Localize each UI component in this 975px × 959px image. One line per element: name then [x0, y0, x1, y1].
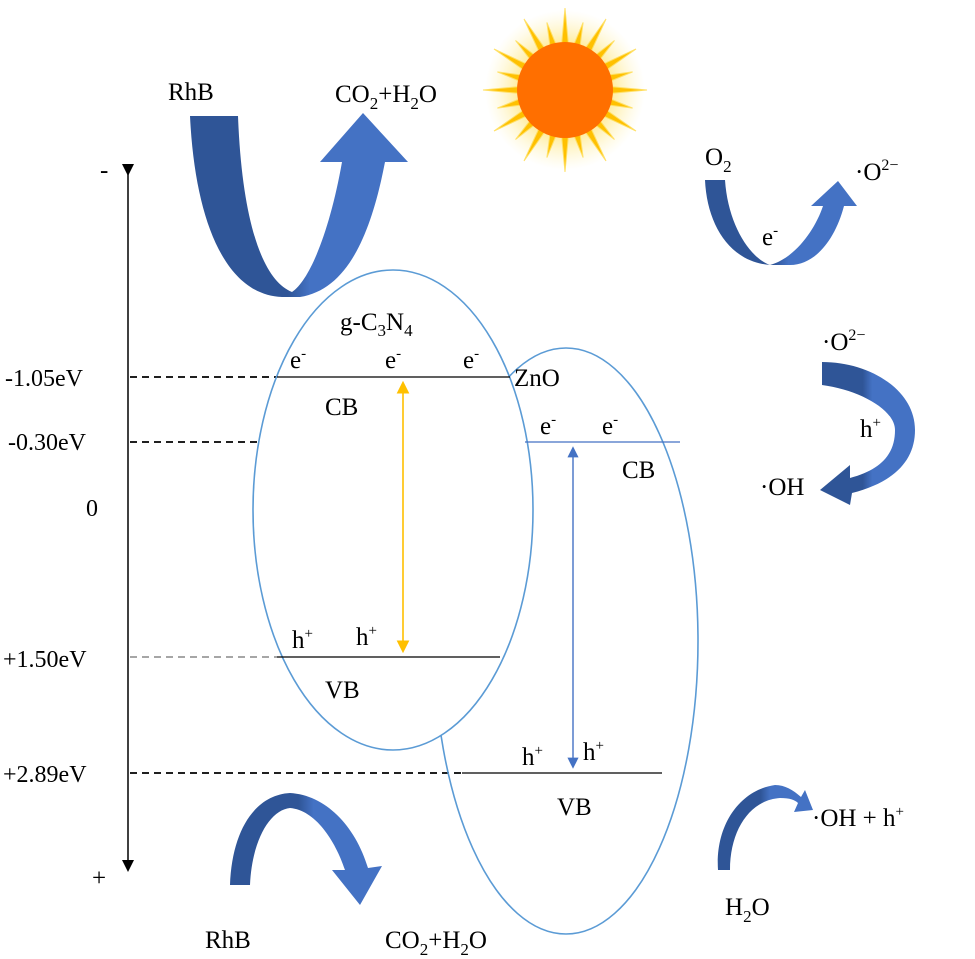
gcn-electrons: e- e- e- — [290, 346, 479, 374]
tick-label: +2.89eV — [3, 762, 87, 788]
o2-electron-label: e- — [762, 223, 778, 251]
top-rhb-label: RhB — [168, 79, 214, 106]
top-degradation-arrow — [190, 113, 408, 297]
zno-electrons: e- e- — [540, 412, 618, 440]
zno-holes: h+ h+ — [522, 738, 604, 771]
zno-label: ZnO — [514, 365, 560, 392]
gcn-holes: h+ h+ — [292, 623, 377, 654]
zno-cb-label: CB — [622, 457, 655, 484]
oh-label: ·OH — [760, 474, 804, 501]
gcn-ellipse — [252, 269, 534, 751]
svg-text:e-: e- — [290, 346, 306, 374]
gcn-label: g-C3N4 — [340, 309, 413, 340]
superoxide-label-mid: ·O2− — [822, 327, 865, 356]
o2-reduction-arrow — [705, 180, 857, 265]
axis-negative-sign: - — [100, 157, 108, 184]
gcn-vb-label: VB — [325, 677, 360, 704]
svg-text:e-: e- — [463, 346, 479, 374]
svg-text:e-: e- — [602, 412, 618, 440]
energy-axis: - + -1.05eV -0.30eV 0 +1.50eV +2.89eV — [3, 157, 134, 892]
o2-label: O2 — [705, 144, 732, 176]
zno-vb-label: VB — [557, 794, 592, 821]
hole-label-mid: h+ — [860, 415, 881, 443]
bottom-rhb-label: RhB — [205, 927, 251, 954]
svg-text:h+: h+ — [356, 623, 377, 651]
tick-label: 0 — [86, 496, 98, 522]
svg-text:e-: e- — [385, 346, 401, 374]
tick-label: -0.30eV — [8, 430, 87, 456]
axis-positive-sign: + — [92, 865, 106, 892]
h2o-label: H2O — [725, 894, 770, 926]
superoxide-to-oh-arrow — [820, 362, 915, 505]
bottom-degradation-arrow — [230, 793, 382, 905]
svg-text:h+: h+ — [583, 738, 604, 766]
tick-label: +1.50eV — [3, 647, 87, 673]
top-products-label: CO2+H2O — [335, 81, 437, 113]
svg-text:e-: e- — [540, 412, 556, 440]
sun-icon — [482, 7, 648, 173]
tick-label: -1.05eV — [5, 366, 84, 392]
gcn-cb-label: CB — [325, 394, 358, 421]
water-oxidation-arrow — [717, 785, 813, 870]
oh-plus-hole-label: ·OH + h+ — [812, 804, 904, 832]
svg-text:h+: h+ — [292, 626, 313, 654]
superoxide-label-top: ·O2− — [855, 157, 898, 186]
bottom-products-label: CO2+H2O — [385, 927, 487, 959]
svg-text:h+: h+ — [522, 743, 543, 771]
